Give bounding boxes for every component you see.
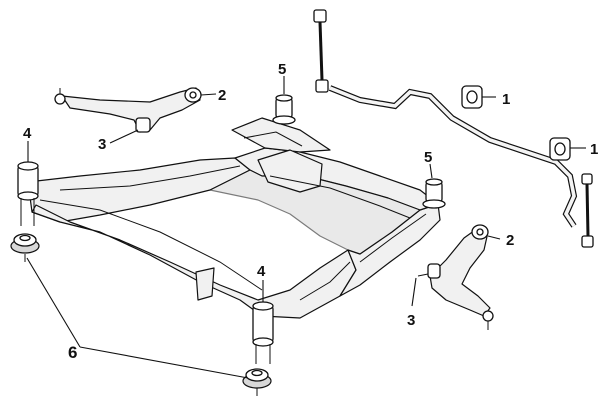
stopper-washer-left [10, 198, 40, 262]
callout-4-mount-left: 4 [23, 125, 32, 142]
callout-1-stabilizer-bushing-left: 1 [502, 91, 510, 108]
stabilizer-link-right [581, 173, 594, 248]
callout-5-mount-upper-left: 5 [278, 61, 286, 78]
callout-2-control-arm-left: 2 [218, 87, 226, 104]
stabilizer-bar [328, 85, 578, 228]
callout-3-bushing-right: 3 [407, 312, 415, 329]
stopper-washer-right [242, 344, 272, 396]
lower-control-arm-left [54, 87, 202, 133]
callout-6-stopper-washer: 6 [68, 343, 77, 362]
subframe-mount-upper-left [272, 94, 296, 125]
subframe-mount-lower-right [252, 301, 274, 347]
subframe-mount-lower-left [17, 161, 39, 201]
leader-lines [26, 76, 586, 379]
callout-5-mount-upper-right: 5 [424, 149, 432, 166]
subframe-mount-upper-right [422, 178, 446, 209]
lower-control-arm-right [417, 224, 494, 330]
stabilizer-link-left [313, 9, 329, 93]
front-subframe [27, 117, 441, 319]
stabilizer-bushing-right [549, 137, 571, 161]
callout-1-stabilizer-bushing-right: 1 [590, 141, 598, 158]
stabilizer-bushing-left [461, 85, 483, 109]
callout-3-bushing-left: 3 [98, 136, 106, 153]
callout-4-mount-right: 4 [257, 263, 266, 280]
callout-2-control-arm-right: 2 [506, 232, 514, 249]
